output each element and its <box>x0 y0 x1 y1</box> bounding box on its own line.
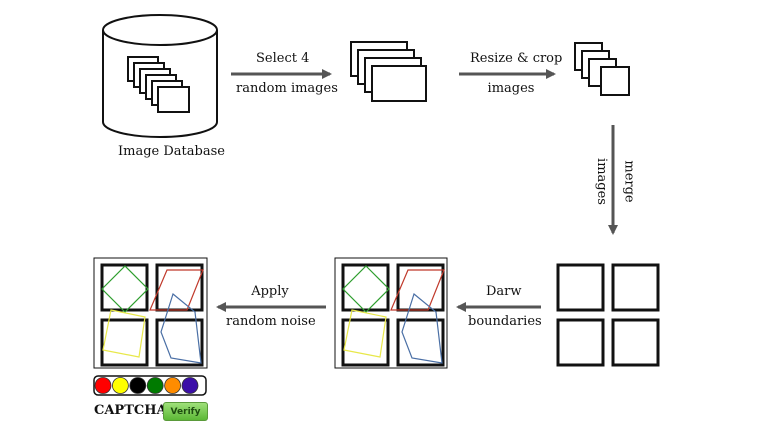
step-noise-label-bottom: random noise <box>226 314 316 329</box>
captcha-label: CAPTCHA <box>94 403 167 418</box>
step-resize-label-top: Resize & crop <box>470 51 563 66</box>
color-swatch-1[interactable] <box>112 377 129 394</box>
database-cylinder-icon <box>102 14 218 138</box>
step-draw-label-bottom: boundaries <box>468 314 542 329</box>
step-select-label-top: Select 4 <box>256 51 310 66</box>
merged-grid-icon <box>556 263 660 367</box>
color-swatches <box>94 377 199 394</box>
selected-images-stack-icon <box>350 41 427 102</box>
color-swatch-2[interactable] <box>129 377 147 394</box>
step-merge-label-top: merge <box>621 160 637 203</box>
bounded-grid-icon <box>334 257 448 369</box>
color-swatch-4[interactable] <box>164 377 182 394</box>
database-image-stack-icon <box>127 56 190 113</box>
step-draw-label-top: Darw <box>486 284 522 299</box>
color-swatch-0[interactable] <box>94 377 112 394</box>
verify-button[interactable]: Verify <box>163 402 208 421</box>
captcha-grid-icon <box>93 257 208 369</box>
color-swatch-5[interactable] <box>181 377 199 394</box>
step-select-label-bottom: random images <box>236 81 338 96</box>
step-noise-label-top: Apply <box>251 284 289 299</box>
color-swatch-3[interactable] <box>146 377 164 394</box>
cropped-images-stack-icon <box>574 42 630 96</box>
step-merge-label-bottom: images <box>593 158 609 205</box>
step-resize-label-bottom: images <box>487 81 535 96</box>
database-label: Image Database <box>118 144 225 159</box>
